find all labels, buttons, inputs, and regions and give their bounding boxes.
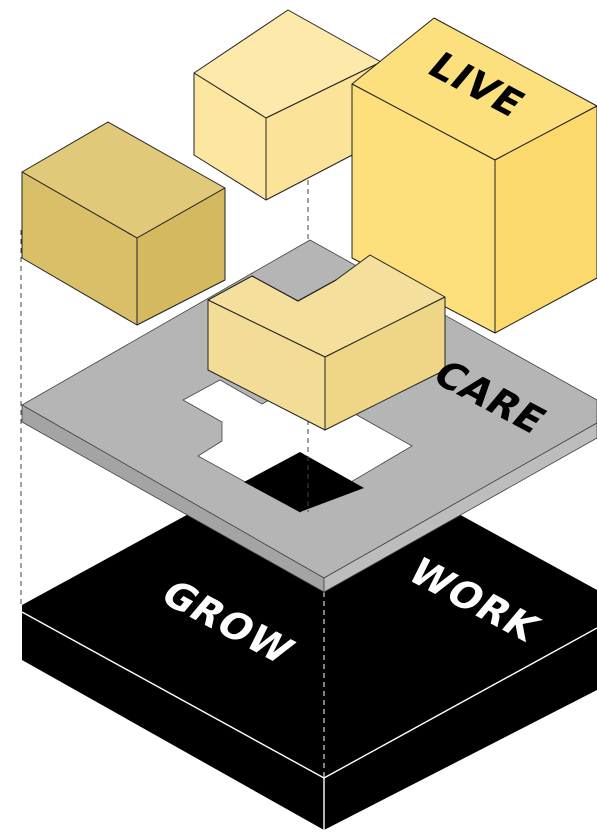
base-front-left <box>22 605 324 830</box>
block-gold-right <box>136 187 226 326</box>
base-front-right <box>324 625 597 830</box>
cutout-black-shadow <box>244 452 364 512</box>
base-top-face <box>22 440 597 786</box>
plate-cutout <box>182 379 413 513</box>
plate-side-right <box>323 422 597 593</box>
block-care-notch <box>251 275 337 302</box>
block-care-right <box>324 296 446 431</box>
base-slab <box>21 440 597 830</box>
block-live-right <box>494 105 597 334</box>
base-edge-left <box>21 611 325 779</box>
block-care <box>207 254 446 431</box>
base-edge-right <box>323 627 597 779</box>
block-gold <box>21 121 226 326</box>
projection-lines <box>20 180 309 605</box>
